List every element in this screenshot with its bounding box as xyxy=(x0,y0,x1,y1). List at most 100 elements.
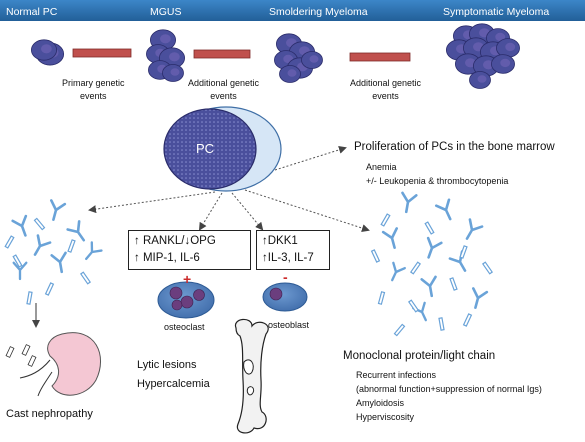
light-chain-icon xyxy=(79,271,92,285)
osteoblast-cytokine-box: ↑DKK1 ↑IL-3, IL-7 xyxy=(256,230,330,270)
light-chain-icon xyxy=(449,277,458,291)
light-chain-icon xyxy=(4,235,15,249)
immunoglobulin-icon xyxy=(401,191,418,214)
additional-genetic-events-label-1: Additional genetic events xyxy=(188,78,260,101)
stage-label-mgus: MGUS xyxy=(150,6,182,18)
primary-genetic-events-label: Primary genetic events xyxy=(62,78,125,101)
light-chain-icon xyxy=(370,249,381,263)
bone-illustration xyxy=(234,318,269,434)
immunoglobulin-shape xyxy=(50,199,67,221)
genetic-event-bar xyxy=(72,48,132,58)
immunoglobulin-shape xyxy=(381,227,398,249)
osteoclast-cytokine-line-2: ↑ MIP-1, IL-6 xyxy=(134,252,200,264)
immunoglobulin-shape xyxy=(426,236,443,259)
arrow-to-monoclonal xyxy=(244,189,370,232)
light-chain-icon xyxy=(67,239,76,253)
proliferation-cytopenias: +/- Leukopenia & thrombocytopenia xyxy=(366,176,509,186)
arrow-to-proliferation xyxy=(274,145,347,171)
monoclonal-title: Monoclonal protein/light chain xyxy=(343,350,496,362)
plasma-cell-nucleus xyxy=(169,52,180,62)
immunoglobulin-shape xyxy=(465,218,484,240)
immunoglobulin-shape xyxy=(12,261,28,281)
monoclonal-item-1: Recurrent infections xyxy=(356,370,437,380)
plasma-cell-nucleus xyxy=(500,58,511,68)
osteoblast-minus-sign: - xyxy=(283,269,288,285)
stage-banner xyxy=(0,0,585,21)
arrow-to-kidney-ig xyxy=(88,191,216,214)
immunoglobulins-right xyxy=(370,191,494,337)
dashed-arrows xyxy=(88,145,370,232)
immunoglobulin-icon xyxy=(426,236,443,259)
progression-row xyxy=(30,23,520,89)
stage-label-symptomatic: Symptomatic Myeloma xyxy=(443,6,550,18)
central-plasma-cell xyxy=(163,106,282,192)
osteoclast-plus-sign: + xyxy=(183,271,192,287)
plasma-cell-nucleus xyxy=(160,34,171,44)
immunoglobulin-shape xyxy=(401,191,418,214)
immunoglobulin-icon xyxy=(472,287,489,309)
immunoglobulin-icon xyxy=(391,261,406,282)
immunoglobulin-shape xyxy=(412,301,427,322)
immunoglobulin-shape xyxy=(66,220,86,242)
immunoglobulins-left xyxy=(4,199,103,305)
osteoclast-label: osteoclast xyxy=(164,322,205,332)
light-chain-icon xyxy=(438,317,445,331)
immunoglobulin-icon xyxy=(434,198,452,221)
light-chain-icon xyxy=(377,291,386,305)
light-chain-icon xyxy=(12,254,23,268)
osteoblast-cytokine-line-2: ↑IL-3, IL-7 xyxy=(262,252,314,264)
kidney-illustration xyxy=(5,332,101,397)
central-cell-label: PC xyxy=(196,141,215,156)
light-chain-icon xyxy=(481,261,494,275)
monoclonal-item-3: Amyloidosis xyxy=(356,398,405,408)
osteoblast-cytokine-line-1: ↑DKK1 xyxy=(262,235,298,247)
immunoglobulin-icon xyxy=(412,301,427,322)
immunoglobulin-icon xyxy=(420,275,437,298)
proliferation-anemia: Anemia xyxy=(366,162,397,172)
osteoclast-cytokine-line-1: ↑ RANKL/↓OPG xyxy=(134,235,216,247)
light-chain-icon xyxy=(393,323,406,337)
immunoglobulin-icon xyxy=(465,218,484,240)
immunoglobulin-icon xyxy=(12,261,28,281)
proliferation-title: Proliferation of PCs in the bone marrow xyxy=(354,141,555,153)
immunoglobulin-icon xyxy=(85,241,103,261)
immunoglobulin-icon xyxy=(66,220,86,242)
light-chain-icon xyxy=(44,282,55,296)
plasma-cell-nucleus xyxy=(477,75,487,83)
osteoclast-cytokine-box: ↑ RANKL/↓OPG ↑ MIP-1, IL-6 xyxy=(128,230,251,270)
cast-nephropathy-label: Cast nephropathy xyxy=(6,408,93,420)
light-chain-icon xyxy=(459,245,468,259)
plasma-cell-nucleus xyxy=(483,60,494,70)
light-chain-icon xyxy=(407,299,420,313)
immunoglobulin-icon xyxy=(50,199,67,221)
plasma-cell-nucleus xyxy=(170,68,180,76)
hypercalcemia-label: Hypercalcemia xyxy=(137,378,210,390)
immunoglobulin-shape xyxy=(472,287,489,309)
stage-label-smoldering: Smoldering Myeloma xyxy=(269,6,368,18)
light-chain-icon xyxy=(409,261,422,275)
immunoglobulin-icon xyxy=(50,251,67,274)
light-chain-icon xyxy=(462,313,473,327)
stage-label-normal-pc: Normal PC xyxy=(6,6,58,18)
genetic-event-bar xyxy=(193,49,251,59)
light-chain-icon xyxy=(380,213,391,227)
plasma-cell-nucleus xyxy=(287,69,297,77)
monoclonal-item-4: Hyperviscosity xyxy=(356,412,415,422)
genetic-event-bar xyxy=(349,52,411,62)
lytic-lesions-label: Lytic lesions xyxy=(137,359,197,371)
light-chain-icon xyxy=(26,291,33,305)
immunoglobulin-shape xyxy=(391,261,406,282)
light-chain-icon xyxy=(33,217,46,231)
immunoglobulin-shape xyxy=(50,251,67,274)
arrow-to-osteoblast-box xyxy=(231,192,264,231)
arrow-to-osteoclast-box xyxy=(198,192,223,231)
immunoglobulin-shape xyxy=(434,198,452,221)
plasma-cell-nucleus xyxy=(505,42,516,52)
osteoclast-cell xyxy=(157,281,215,319)
immunoglobulin-icon xyxy=(381,227,398,249)
immunoglobulin-shape xyxy=(85,241,103,261)
immunoglobulin-icon xyxy=(11,214,28,237)
plasma-cell-nucleus xyxy=(41,44,52,54)
